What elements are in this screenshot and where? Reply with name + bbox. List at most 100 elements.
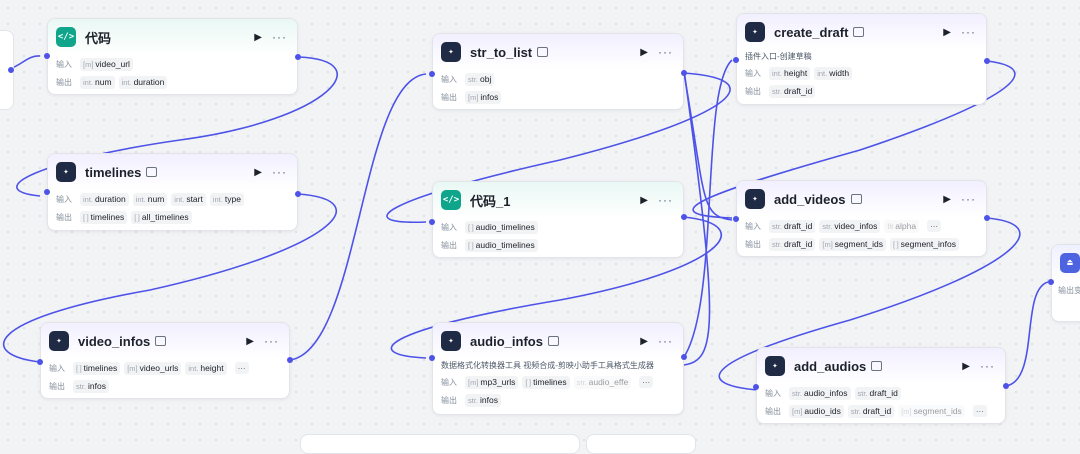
- param-chip: int.start: [171, 192, 206, 206]
- input-label: 输入: [56, 59, 72, 69]
- node-header: ✦ add_videos ▶ ···: [737, 181, 986, 217]
- more-options-icon[interactable]: ···: [658, 45, 673, 59]
- play-icon[interactable]: ▶: [640, 194, 648, 206]
- param-chip: [m]video_url: [80, 57, 133, 71]
- node-description: 插件入口-创建草稿: [745, 52, 812, 61]
- node-end[interactable]: ⏏ 输出变: [1051, 244, 1080, 322]
- input-port[interactable]: [753, 384, 759, 390]
- more-options-icon[interactable]: ···: [961, 25, 976, 39]
- play-icon[interactable]: ▶: [640, 46, 648, 58]
- play-icon[interactable]: ▶: [254, 166, 262, 178]
- input-port[interactable]: [733, 57, 739, 63]
- node-header: </> 代码_1 ▶ ···: [433, 182, 683, 218]
- output-label: 输出: [745, 86, 761, 96]
- input-port[interactable]: [44, 189, 50, 195]
- output-row: 输出 str.draft_id [m]segment_ids [ ]segmen…: [737, 235, 986, 253]
- input-label: 输入: [765, 388, 781, 398]
- output-label: 输出变: [1058, 285, 1080, 295]
- code-icon: </>: [441, 190, 461, 210]
- output-row: 输出变: [1052, 281, 1080, 299]
- output-port[interactable]: [295, 191, 301, 197]
- output-label: 输出: [49, 381, 65, 391]
- input-label: 输入: [441, 377, 457, 387]
- node-title: 代码_1: [470, 193, 511, 209]
- play-icon[interactable]: ▶: [943, 26, 951, 38]
- output-label: 输出: [745, 239, 761, 249]
- node-str-to-list[interactable]: ✦ str_to_list ▶ ··· 输入 str.obj 输出 [m]inf…: [432, 33, 684, 110]
- node-create-draft[interactable]: ✦ create_draft ▶ ··· 插件入口-创建草稿 输入 int.he…: [736, 13, 987, 105]
- input-port[interactable]: [1048, 279, 1054, 285]
- plugin-badge-icon: [853, 27, 865, 37]
- output-port[interactable]: [681, 70, 687, 76]
- output-label: 输出: [56, 212, 72, 222]
- output-port[interactable]: [1003, 383, 1009, 389]
- param-chip: int.height: [769, 66, 811, 80]
- output-port[interactable]: [984, 58, 990, 64]
- node-title: create_draft: [774, 24, 849, 40]
- more-options-icon[interactable]: ···: [980, 359, 995, 373]
- node-header: ✦ video_infos ▶ ···: [41, 323, 289, 359]
- input-label: 输入: [745, 68, 761, 78]
- input-row: 输入 [m]mp3_urls [ ]timelines str.audio_ef…: [433, 373, 683, 391]
- node-audio-infos[interactable]: ✦ audio_infos ▶ ··· 数据格式化转换器工具 视频合成-剪映小助…: [432, 322, 684, 415]
- plugin-icon: ✦: [441, 331, 461, 351]
- more-options-icon[interactable]: ···: [264, 334, 279, 348]
- play-icon[interactable]: ▶: [640, 335, 648, 347]
- input-label: 输入: [745, 221, 761, 231]
- play-icon[interactable]: ▶: [254, 31, 262, 43]
- node-timelines[interactable]: ✦ timelines ▶ ··· 输入 int.duration int.nu…: [47, 153, 298, 231]
- offscreen-node-bottom[interactable]: [586, 434, 696, 454]
- play-icon[interactable]: ▶: [943, 193, 951, 205]
- output-port[interactable]: [681, 354, 687, 360]
- output-port[interactable]: [984, 215, 990, 221]
- output-port[interactable]: [287, 357, 293, 363]
- input-row: 输入 [ ]timelines [m]video_urls int.height…: [41, 359, 289, 377]
- plugin-badge-icon: [871, 361, 883, 371]
- more-options-icon[interactable]: ···: [961, 192, 976, 206]
- more-params-icon[interactable]: ···: [639, 376, 654, 388]
- more-options-icon[interactable]: ···: [272, 165, 287, 179]
- edge-str-to-list-to-add-videos: [683, 72, 733, 221]
- param-chip: int.width: [814, 66, 853, 80]
- more-options-icon[interactable]: ···: [272, 30, 287, 44]
- output-row: 输出 [ ]audio_timelines: [433, 236, 683, 254]
- more-params-icon[interactable]: ···: [927, 220, 942, 232]
- node-code[interactable]: </> 代码 ▶ ··· 输入 [m]video_url 输出 int.num …: [47, 18, 298, 95]
- param-chip: str.infos: [465, 393, 501, 407]
- output-label: 输出: [56, 77, 72, 87]
- output-port[interactable]: [8, 67, 14, 73]
- plugin-badge-icon: [537, 47, 549, 57]
- input-row: 输入 str.obj: [433, 70, 683, 88]
- node-add-audios[interactable]: ✦ add_audios ▶ ··· 输入 str.audio_infos st…: [756, 347, 1006, 424]
- output-row: 输出 int.num int.duration: [48, 73, 297, 91]
- code-icon: </>: [56, 27, 76, 47]
- play-icon[interactable]: ▶: [962, 360, 970, 372]
- more-params-icon[interactable]: ···: [234, 362, 249, 374]
- input-port[interactable]: [733, 216, 739, 222]
- node-header: ✦ audio_infos ▶ ···: [433, 323, 683, 359]
- node-video-infos[interactable]: ✦ video_infos ▶ ··· 输入 [ ]timelines [m]v…: [40, 322, 290, 399]
- plugin-badge-icon: [547, 336, 559, 346]
- input-port[interactable]: [37, 359, 43, 365]
- output-port[interactable]: [295, 54, 301, 60]
- input-port[interactable]: [429, 71, 435, 77]
- more-params-icon[interactable]: ···: [972, 405, 987, 417]
- input-label: 输入: [441, 74, 457, 84]
- node-add-videos[interactable]: ✦ add_videos ▶ ··· 输入 str.draft_id str.v…: [736, 180, 987, 257]
- output-port[interactable]: [681, 214, 687, 220]
- param-chip: int.type: [209, 192, 244, 206]
- more-options-icon[interactable]: ···: [658, 193, 673, 207]
- param-chip: [m]audio_ids: [789, 404, 844, 418]
- edge-video-infos-to-str-to-list: [289, 73, 427, 361]
- output-row: 输出 str.draft_id: [737, 82, 986, 100]
- more-options-icon[interactable]: ···: [658, 334, 673, 348]
- input-port[interactable]: [429, 219, 435, 225]
- output-row: 输出 str.infos: [433, 391, 683, 409]
- node-code-1[interactable]: </> 代码_1 ▶ ··· 输入 [ ]audio_timelines 输出 …: [432, 181, 684, 258]
- input-port[interactable]: [44, 53, 50, 59]
- node-title: add_videos: [774, 191, 846, 207]
- play-icon[interactable]: ▶: [246, 335, 254, 347]
- offscreen-node-bottom[interactable]: [300, 434, 580, 454]
- input-port[interactable]: [429, 355, 435, 361]
